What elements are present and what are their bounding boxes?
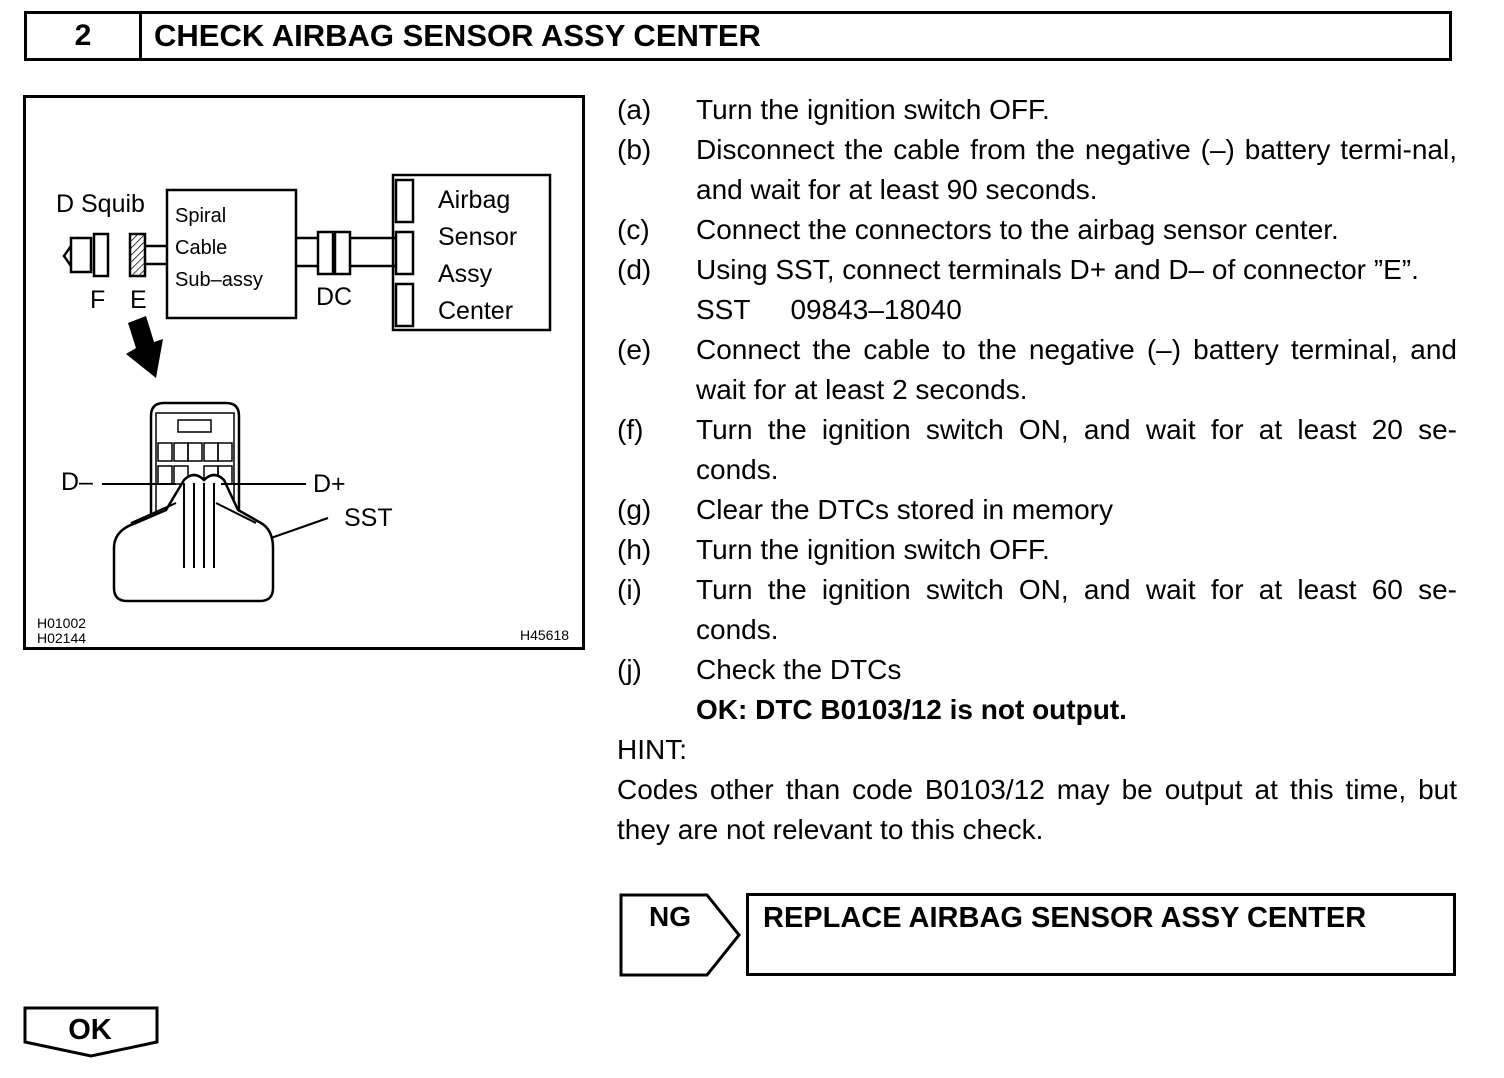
step-number: 2 <box>27 14 142 58</box>
squib-housing <box>69 236 93 274</box>
ng-arrow-icon <box>619 893 741 977</box>
step-text: Turn the ignition switch OFF. <box>696 534 1050 565</box>
step-text: Turn the ignition switch ON, and wait fo… <box>696 574 1457 645</box>
ng-action: REPLACE AIRBAG SENSOR ASSY CENTER <box>746 893 1456 976</box>
label-connector-dc: DC <box>316 283 353 311</box>
step-letter: (b) <box>617 134 652 165</box>
figure-code-1: H01002 <box>37 615 87 631</box>
ng-result: NG REPLACE AIRBAG SENSOR ASSY CENTER <box>619 893 1459 977</box>
airbag-sensor-box <box>391 173 552 332</box>
step-i: (i) Turn the ignition switch ON, and wai… <box>617 570 1457 650</box>
sst-line: SST 09843–18040 <box>696 290 1457 330</box>
hint-text: Codes other than code B0103/12 may be ou… <box>617 774 1457 845</box>
sst-label: SST <box>696 294 751 325</box>
step-letter: (d) <box>617 254 652 285</box>
hint-label: HINT: <box>617 734 687 765</box>
connector-body <box>149 401 241 528</box>
label-connector-e: E <box>130 286 147 314</box>
ok-label: OK <box>68 1014 112 1046</box>
label-d-squib: D Squib <box>56 190 145 218</box>
wiring-figure: D Squib Spiral Cable Sub–assy Airbag Sen… <box>23 95 585 650</box>
step-letter: (h) <box>617 534 652 565</box>
step-letter: (i) <box>617 574 642 605</box>
step-title: CHECK AIRBAG SENSOR ASSY CENTER <box>154 18 761 53</box>
step-letter: (f) <box>617 414 644 445</box>
dc-connector-b <box>333 230 352 276</box>
ok-criteria: OK: DTC B0103/12 is not output. <box>696 694 1127 725</box>
label-spiral: Spiral <box>175 205 227 227</box>
label-d-plus: D+ <box>313 470 346 498</box>
label-cable: Cable <box>175 237 228 259</box>
step-letter: (j) <box>617 654 642 685</box>
label-center: Center <box>438 297 514 325</box>
label-sensor: Sensor <box>438 223 518 251</box>
step-text: Turn the ignition switch OFF. <box>696 94 1050 125</box>
sst-code: 09843–18040 <box>790 294 962 325</box>
label-connector-f: F <box>90 286 106 314</box>
down-arrow-icon <box>126 316 163 378</box>
step-header: 2 CHECK AIRBAG SENSOR ASSY CENTER <box>24 11 1452 61</box>
step-letter: (a) <box>617 94 652 125</box>
label-sst: SST <box>344 504 393 532</box>
step-text: Using SST, connect terminals D+ and D– o… <box>696 254 1419 285</box>
dc-connector-a <box>316 230 335 276</box>
ok-arrow-icon <box>23 1006 159 1058</box>
step-text: Turn the ignition switch ON, and wait fo… <box>696 414 1457 485</box>
step-d: (d) Using SST, connect terminals D+ and … <box>617 250 1457 330</box>
step-g: (g) Clear the DTCs stored in memory <box>617 490 1457 530</box>
step-text: Disconnect the cable from the negative (… <box>696 134 1457 205</box>
label-airbag: Airbag <box>438 186 511 214</box>
spiral-cable-box <box>165 188 298 320</box>
step-text: Check the DTCs <box>696 654 902 685</box>
step-letter: (e) <box>617 334 652 365</box>
step-letter: (c) <box>617 214 650 245</box>
step-j: (j) Check the DTCs OK: DTC B0103/12 is n… <box>617 650 1457 730</box>
connector-f-shape <box>92 232 110 278</box>
connector-diagram <box>62 173 552 603</box>
figure-code-3: H45618 <box>520 627 570 643</box>
step-c: (c) Connect the connectors to the airbag… <box>617 210 1457 250</box>
step-a: (a) Turn the ignition switch OFF. <box>617 90 1457 130</box>
connector-e-shape <box>128 232 147 278</box>
step-e: (e) Connect the cable to the negative (–… <box>617 330 1457 410</box>
label-d-minus: D– <box>61 468 93 496</box>
procedure-steps: (a) Turn the ignition switch OFF. (b) Di… <box>617 90 1457 850</box>
label-assy: Assy <box>438 260 493 288</box>
step-text: Connect the cable to the negative (–) ba… <box>696 334 1457 405</box>
step-h: (h) Turn the ignition switch OFF. <box>617 530 1457 570</box>
ng-label: NG <box>649 901 691 932</box>
step-f: (f) Turn the ignition switch ON, and wai… <box>617 410 1457 490</box>
ok-result: OK <box>23 1006 161 1060</box>
squib-plug <box>62 245 73 267</box>
label-sub-assy: Sub–assy <box>175 269 263 291</box>
step-text: Clear the DTCs stored in memory <box>696 494 1114 525</box>
step-letter: (g) <box>617 494 652 525</box>
step-text: Connect the connectors to the airbag sen… <box>696 214 1339 245</box>
step-b: (b) Disconnect the cable from the negati… <box>617 130 1457 210</box>
figure-code-2: H02144 <box>37 630 87 646</box>
